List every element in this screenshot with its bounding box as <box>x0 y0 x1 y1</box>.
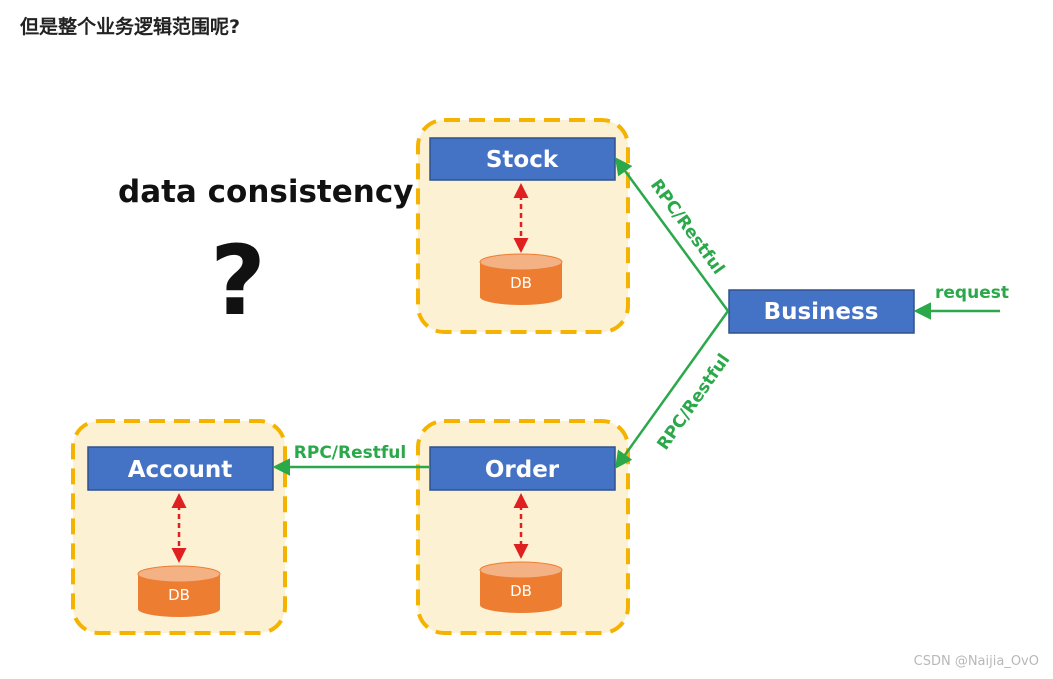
page-heading: 但是整个业务逻辑范围呢? <box>20 16 241 38</box>
business-service-label: Business <box>764 299 879 325</box>
order-service-label: Order <box>485 457 560 483</box>
order-db-icon: DB <box>479 561 563 613</box>
question-mark: ? <box>210 225 266 337</box>
account-service: Account <box>87 446 274 491</box>
stock-service: Stock <box>429 137 616 181</box>
order-account-edge-label: RPC/Restful <box>294 443 406 463</box>
watermark: CSDN @Naijia_OvO <box>913 654 1039 669</box>
business-service: Business <box>728 289 915 334</box>
request-edge-label: request <box>935 283 1009 303</box>
business-order-edge-label: RPC/Restful <box>653 350 734 454</box>
stock-db-icon: DB <box>479 253 563 305</box>
question-text: data consistency <box>118 174 413 210</box>
account-db-icon: DB <box>137 565 221 617</box>
business-to-stock-arrow <box>614 157 730 312</box>
business-stock-edge-label: RPC/Restful <box>646 176 728 279</box>
stock-db-label: DB <box>510 274 532 292</box>
order-db-label: DB <box>510 582 532 600</box>
account-db-label: DB <box>168 586 190 604</box>
business-to-order-arrow <box>614 310 730 469</box>
order-service: Order <box>429 446 616 491</box>
account-service-label: Account <box>128 457 233 483</box>
stock-service-label: Stock <box>486 147 559 173</box>
